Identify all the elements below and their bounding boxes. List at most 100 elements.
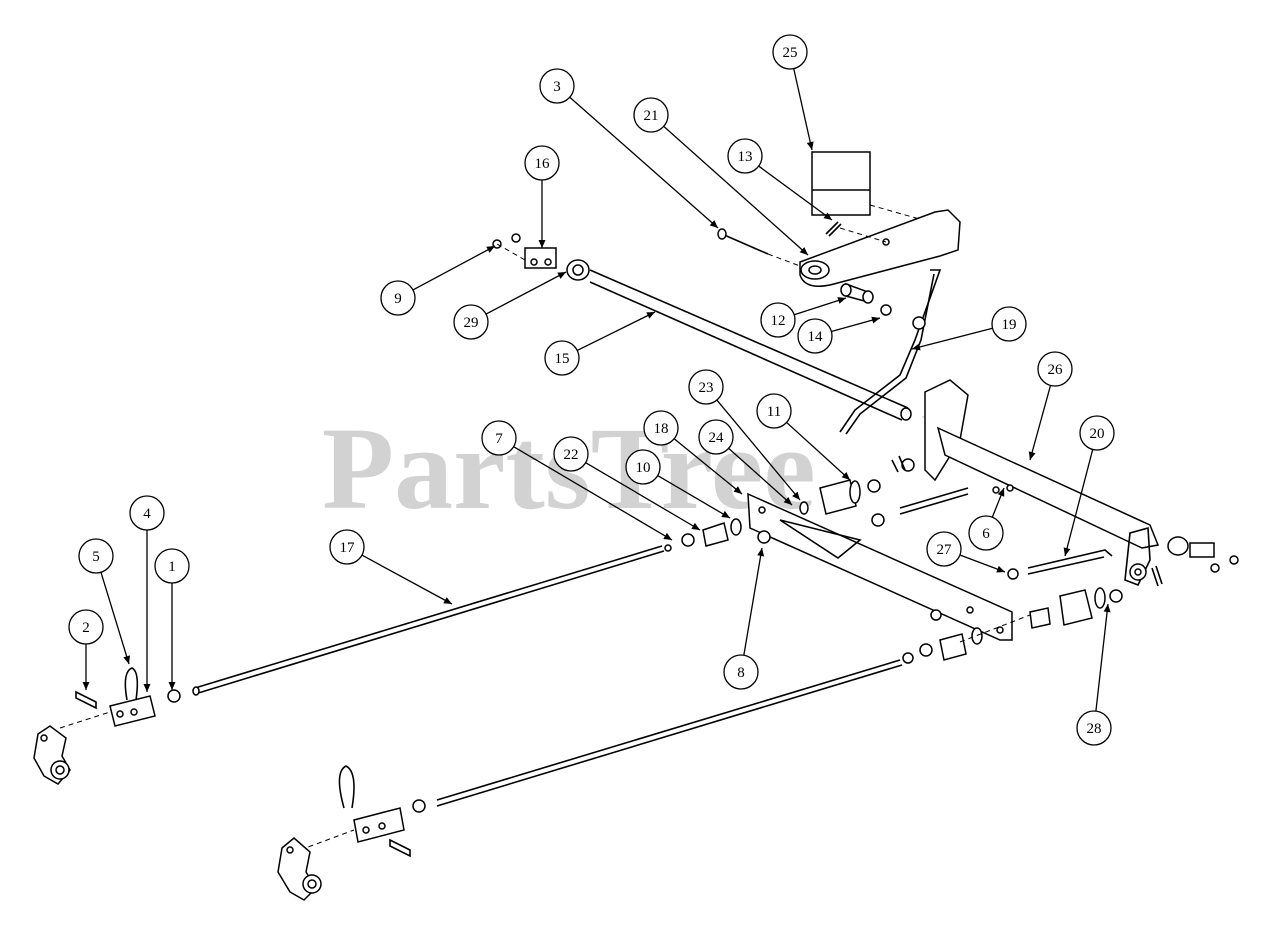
- callout-7: 7: [481, 420, 673, 541]
- callout-25: 25: [772, 34, 814, 151]
- rod-19: [839, 269, 942, 435]
- callout-arrowhead: [997, 488, 1005, 497]
- callout-circle: [1037, 351, 1073, 387]
- callout-leader: [1064, 449, 1094, 557]
- callout-leader: [673, 438, 743, 495]
- callout-19: 19: [911, 306, 1027, 351]
- callout-circle: [727, 138, 763, 174]
- callout-16: 16: [524, 145, 560, 248]
- bushing-lower: [902, 614, 1031, 664]
- callout-arrowhead: [792, 491, 800, 500]
- callout-arrowhead: [123, 655, 131, 664]
- callout-number: 29: [464, 315, 479, 331]
- callout-17: 17: [329, 529, 453, 605]
- callout-arrowhead: [443, 597, 452, 604]
- bushings-center: [664, 518, 771, 552]
- callout-13: 13: [727, 138, 833, 221]
- callout-arrowhead: [82, 682, 90, 690]
- bushing-14: [880, 304, 892, 316]
- clevis-lower: [277, 765, 411, 901]
- callout-26: 26: [1028, 351, 1073, 461]
- bar-18: [747, 492, 1013, 641]
- callout-21: 21: [633, 97, 809, 256]
- callout-leader: [1095, 603, 1109, 712]
- callout-arrowhead: [1103, 604, 1111, 613]
- callout-leader: [663, 125, 809, 256]
- callout-number: 4: [143, 506, 151, 522]
- callout-arrowhead: [823, 212, 832, 220]
- lever-plate-26: [924, 379, 1160, 587]
- callout-number: 17: [340, 540, 356, 556]
- callout-leader: [1029, 385, 1052, 461]
- callout-leader: [786, 421, 851, 481]
- callout-number: 26: [1048, 362, 1064, 378]
- callout-circle: [78, 538, 114, 574]
- callout-leader: [911, 327, 993, 350]
- callout-circle: [453, 304, 489, 340]
- callout-circle: [643, 410, 679, 446]
- callout-circle: [380, 280, 416, 316]
- callout-leader: [758, 165, 833, 221]
- callout-circle: [723, 654, 759, 690]
- callout-arrowhead: [721, 510, 730, 518]
- callout-arrowhead: [557, 272, 566, 279]
- callout-number: 1: [168, 559, 176, 575]
- callout-arrowhead: [841, 472, 850, 480]
- callout-leader: [831, 317, 881, 333]
- callout-arrowhead: [783, 497, 792, 505]
- callout-arrowhead: [143, 684, 151, 692]
- hardware-right: [1151, 536, 1239, 587]
- callout-arrowhead: [691, 522, 700, 530]
- callout-number: 12: [771, 313, 786, 329]
- pedal-arm: [799, 209, 961, 287]
- callout-arrowhead: [663, 532, 672, 540]
- clevis-upper: [33, 667, 156, 785]
- callout-circle: [481, 420, 517, 456]
- callout-arrowhead: [709, 220, 718, 228]
- bushing-12: [840, 282, 874, 304]
- callout-leader: [743, 547, 763, 656]
- callout-circle: [991, 306, 1027, 342]
- callout-circle: [926, 531, 962, 567]
- callout-number: 23: [699, 380, 714, 396]
- callout-leader: [657, 475, 731, 519]
- callout-arrowhead: [1028, 451, 1036, 460]
- callout-8: 8: [723, 547, 765, 690]
- callout-15: 15: [544, 311, 656, 376]
- callout-circle: [539, 68, 575, 104]
- callout-arrowhead: [646, 312, 655, 319]
- callout-arrowhead: [486, 246, 495, 253]
- callout-2: 2: [68, 609, 104, 690]
- callout-number: 2: [82, 620, 90, 636]
- callout-5: 5: [78, 538, 131, 665]
- callout-leader: [585, 462, 701, 531]
- callout-number: 22: [564, 447, 579, 463]
- callout-number: 9: [394, 291, 402, 307]
- callout-number: 16: [535, 156, 551, 172]
- callout-circle: [68, 609, 104, 645]
- callout-circle: [1079, 415, 1115, 451]
- bushing-23: [799, 479, 885, 527]
- callout-number: 19: [1002, 317, 1017, 333]
- callout-14: 14: [797, 316, 881, 354]
- callout-29: 29: [453, 271, 567, 340]
- callout-arrowhead: [757, 548, 765, 557]
- callout-leader: [412, 245, 496, 291]
- bushing-28: [930, 568, 1123, 629]
- callout-27: 27: [926, 531, 1006, 573]
- callout-circle: [553, 436, 589, 472]
- callout-leader: [100, 572, 130, 665]
- callout-20: 20: [1063, 415, 1115, 557]
- callout-circle: [760, 302, 796, 338]
- callout-leader: [793, 297, 847, 316]
- callout-circle: [633, 97, 669, 133]
- rod-17: [167, 545, 665, 703]
- callout-circle: [154, 548, 190, 584]
- callout-number: 13: [738, 149, 753, 165]
- pin-3: [717, 228, 801, 267]
- callout-number: 28: [1087, 721, 1102, 737]
- callout-leader: [728, 447, 793, 506]
- callout-leader: [485, 271, 567, 315]
- callout-arrowhead: [168, 682, 176, 690]
- callout-circle: [129, 495, 165, 531]
